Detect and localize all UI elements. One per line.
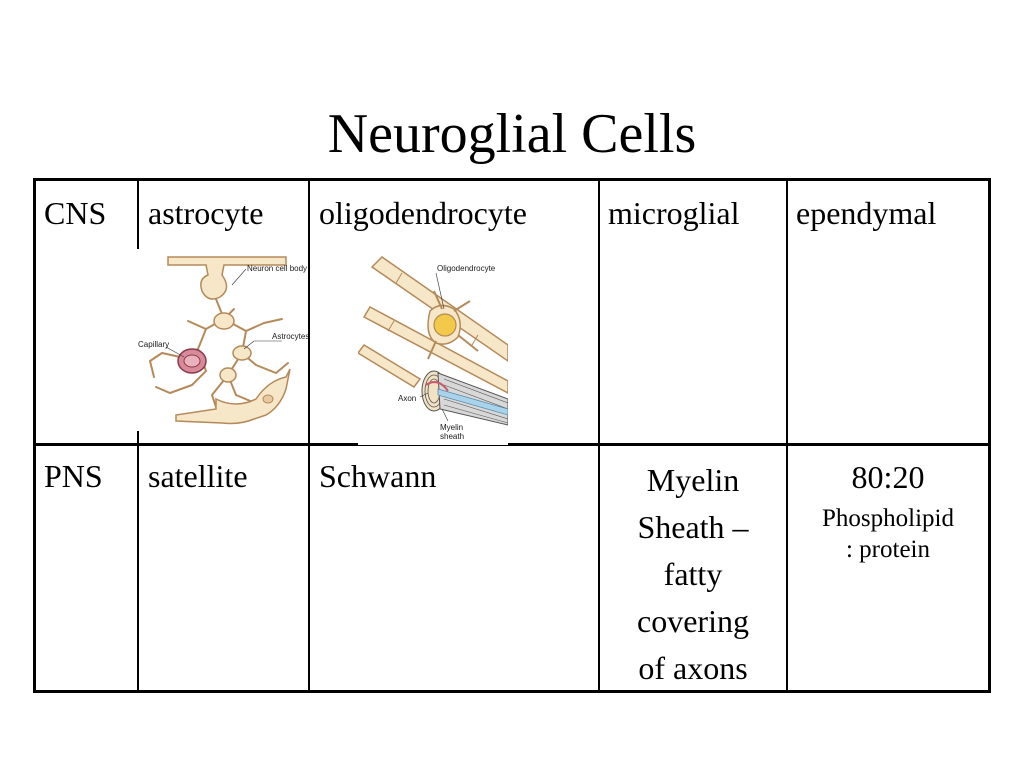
- ratio-value: 80:20: [851, 459, 925, 495]
- glial-table: CNS astrocyte oligodendrocyte microglial…: [33, 178, 991, 693]
- note-line: of axons: [638, 650, 748, 686]
- note-line: fatty: [663, 556, 723, 592]
- label-oligodendrocyte: Oligodendrocyte: [437, 264, 496, 273]
- column-divider: [598, 181, 600, 690]
- cell-schwann: Schwann: [319, 458, 437, 494]
- row-label-pns: PNS: [44, 458, 103, 494]
- label-sheath: sheath: [440, 432, 464, 441]
- label-neuron-cell-body: Neuron cell body: [247, 264, 307, 273]
- label-axon: Axon: [398, 394, 416, 403]
- astrocyte-drawing: Neuron cell body Capillary Astrocytes: [138, 256, 308, 425]
- cell-microglial: microglial: [608, 195, 740, 231]
- column-divider: [137, 181, 139, 690]
- note-line: covering: [637, 603, 749, 639]
- label-myelin: Myelin: [440, 423, 463, 432]
- column-divider: [308, 181, 310, 690]
- row-label-cns: CNS: [44, 195, 107, 231]
- note-line: Myelin: [646, 462, 740, 498]
- cell-satellite: satellite: [148, 458, 248, 494]
- oligodendrocyte-drawing: Oligodendrocyte Axon Myelin sheath: [358, 256, 508, 441]
- oligodendrocyte-illustration: Oligodendrocyte Axon Myelin sheath: [358, 249, 508, 445]
- myelin-sheath-note: Myelin Sheath – fatty covering of axons: [600, 457, 786, 692]
- cell-ependymal: ependymal: [796, 195, 937, 231]
- row-divider: [36, 443, 988, 446]
- cell-oligodendrocyte: oligodendrocyte: [319, 195, 527, 231]
- ratio-detail-line: Phospholipid: [822, 505, 954, 532]
- label-astrocytes: Astrocytes: [272, 332, 308, 341]
- column-divider: [786, 181, 788, 690]
- cell-astrocyte: astrocyte: [148, 195, 264, 231]
- page-title: Neuroglial Cells: [327, 103, 697, 165]
- astrocyte-illustration: Neuron cell body Capillary Astrocytes: [136, 249, 308, 431]
- ratio-detail-line: : protein: [845, 536, 930, 563]
- phospholipid-ratio-note: 80:20 Phospholipid : protein: [788, 457, 988, 565]
- label-capillary: Capillary: [138, 340, 169, 349]
- note-line: Sheath –: [637, 509, 749, 545]
